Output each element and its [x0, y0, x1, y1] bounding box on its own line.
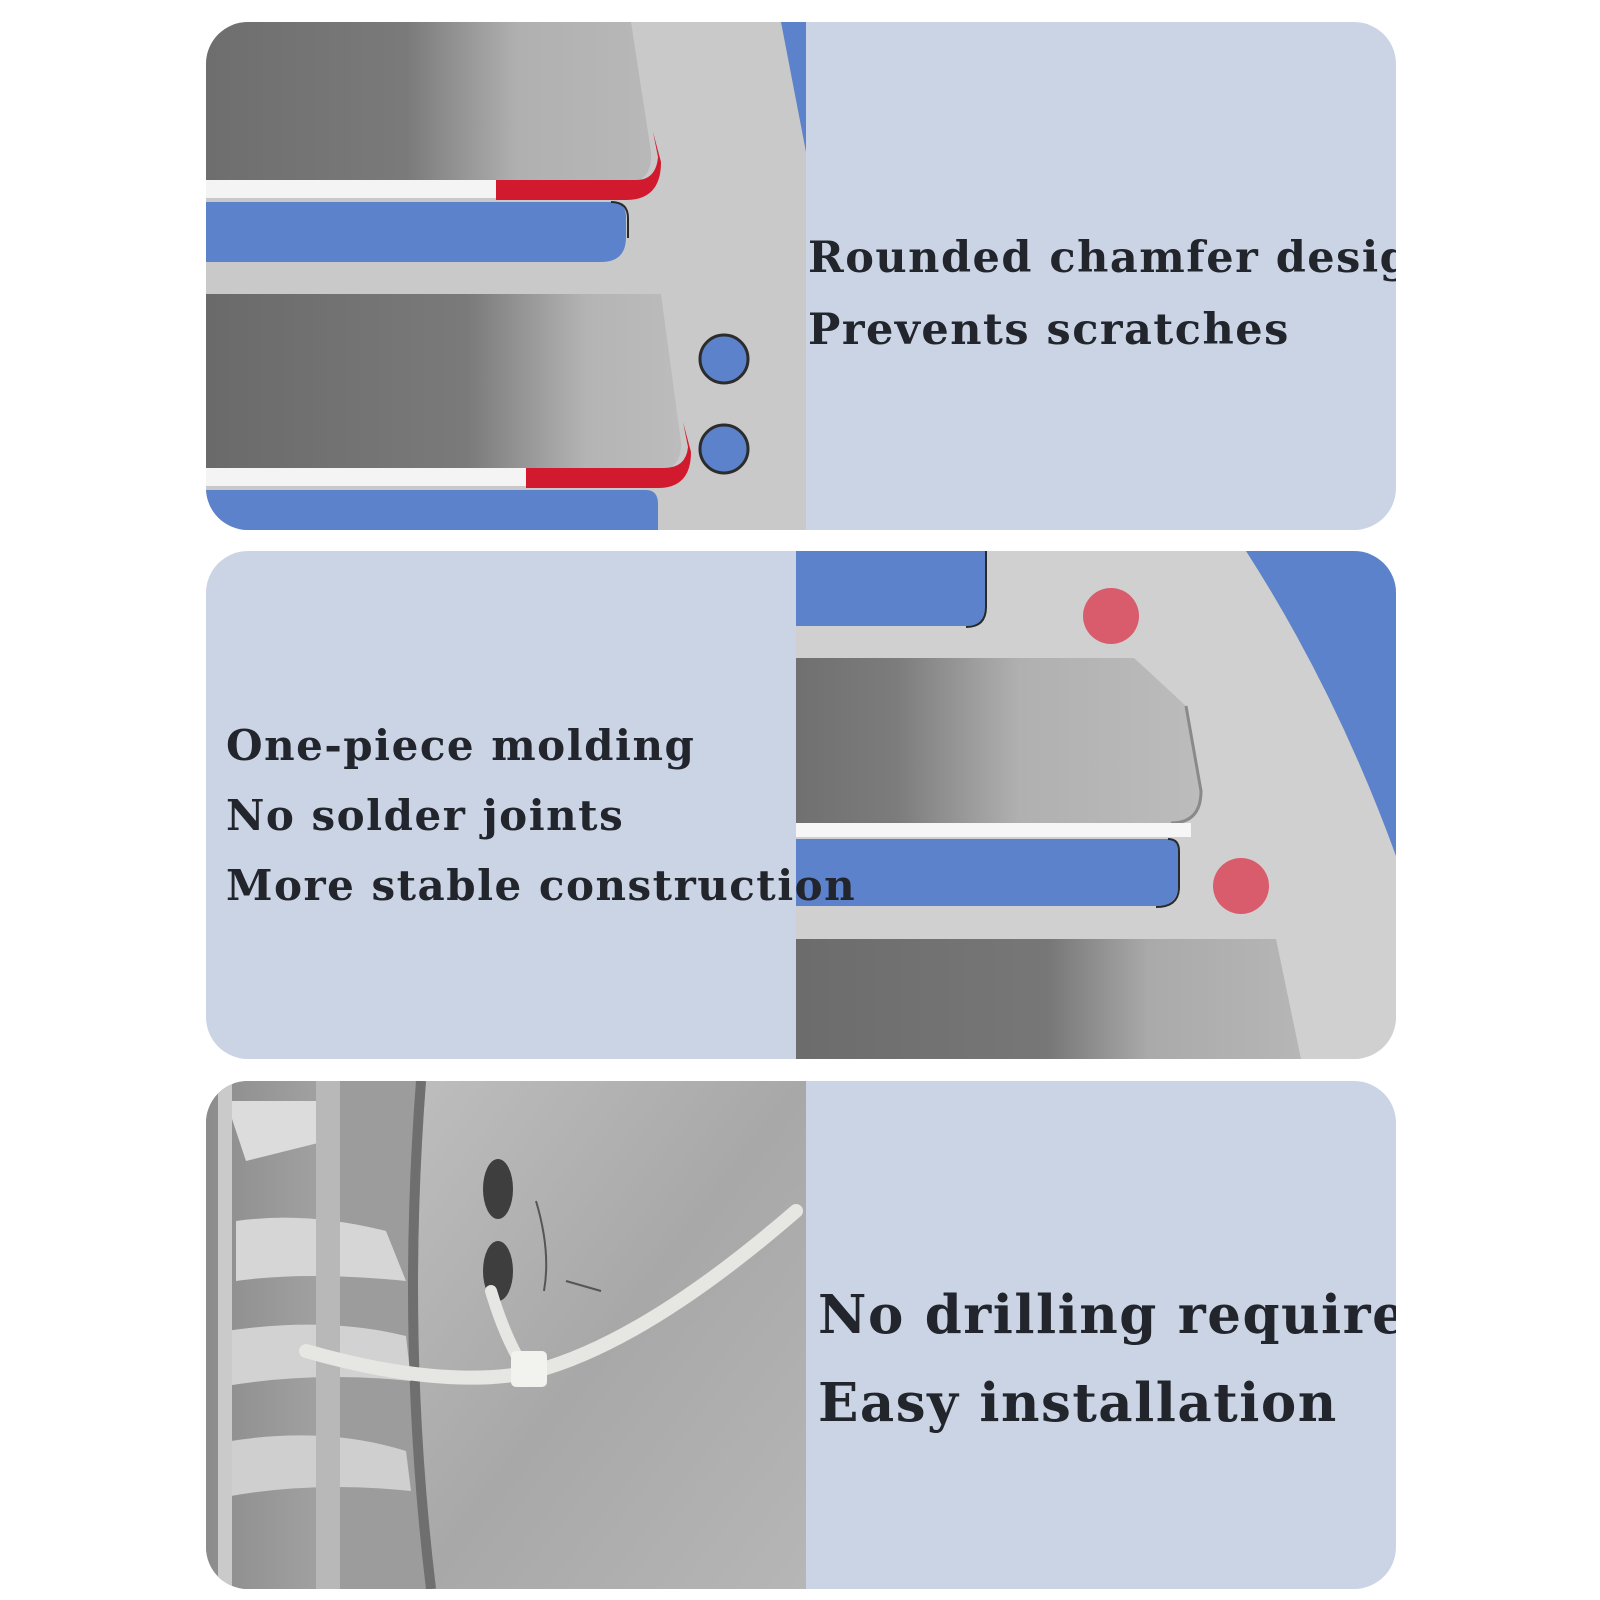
feature-panel-installation: No drilling required Easy installation	[206, 1081, 1396, 1589]
feature-text-installation: No drilling required Easy installation	[818, 1271, 1396, 1447]
feature-panel-chamfer: Rounded chamfer design Prevents scratche…	[206, 22, 1396, 530]
feature-line: More stable construction	[226, 861, 857, 910]
feature-line: No drilling required	[818, 1284, 1396, 1346]
feature-line: Rounded chamfer design	[808, 233, 1396, 283]
molding-illustration	[796, 551, 1396, 1059]
feature-panel-molding: One-piece molding No solder joints More …	[206, 551, 1396, 1059]
feature-text-chamfer: Rounded chamfer design Prevents scratche…	[808, 222, 1396, 366]
feature-line: One-piece molding	[226, 721, 696, 770]
feature-line: Easy installation	[818, 1372, 1338, 1434]
installation-photo	[206, 1081, 806, 1589]
feature-line: No solder joints	[226, 791, 625, 840]
feature-text-molding: One-piece molding No solder joints More …	[226, 711, 856, 921]
chamfer-illustration	[206, 22, 806, 530]
feature-line: Prevents scratches	[808, 305, 1290, 355]
